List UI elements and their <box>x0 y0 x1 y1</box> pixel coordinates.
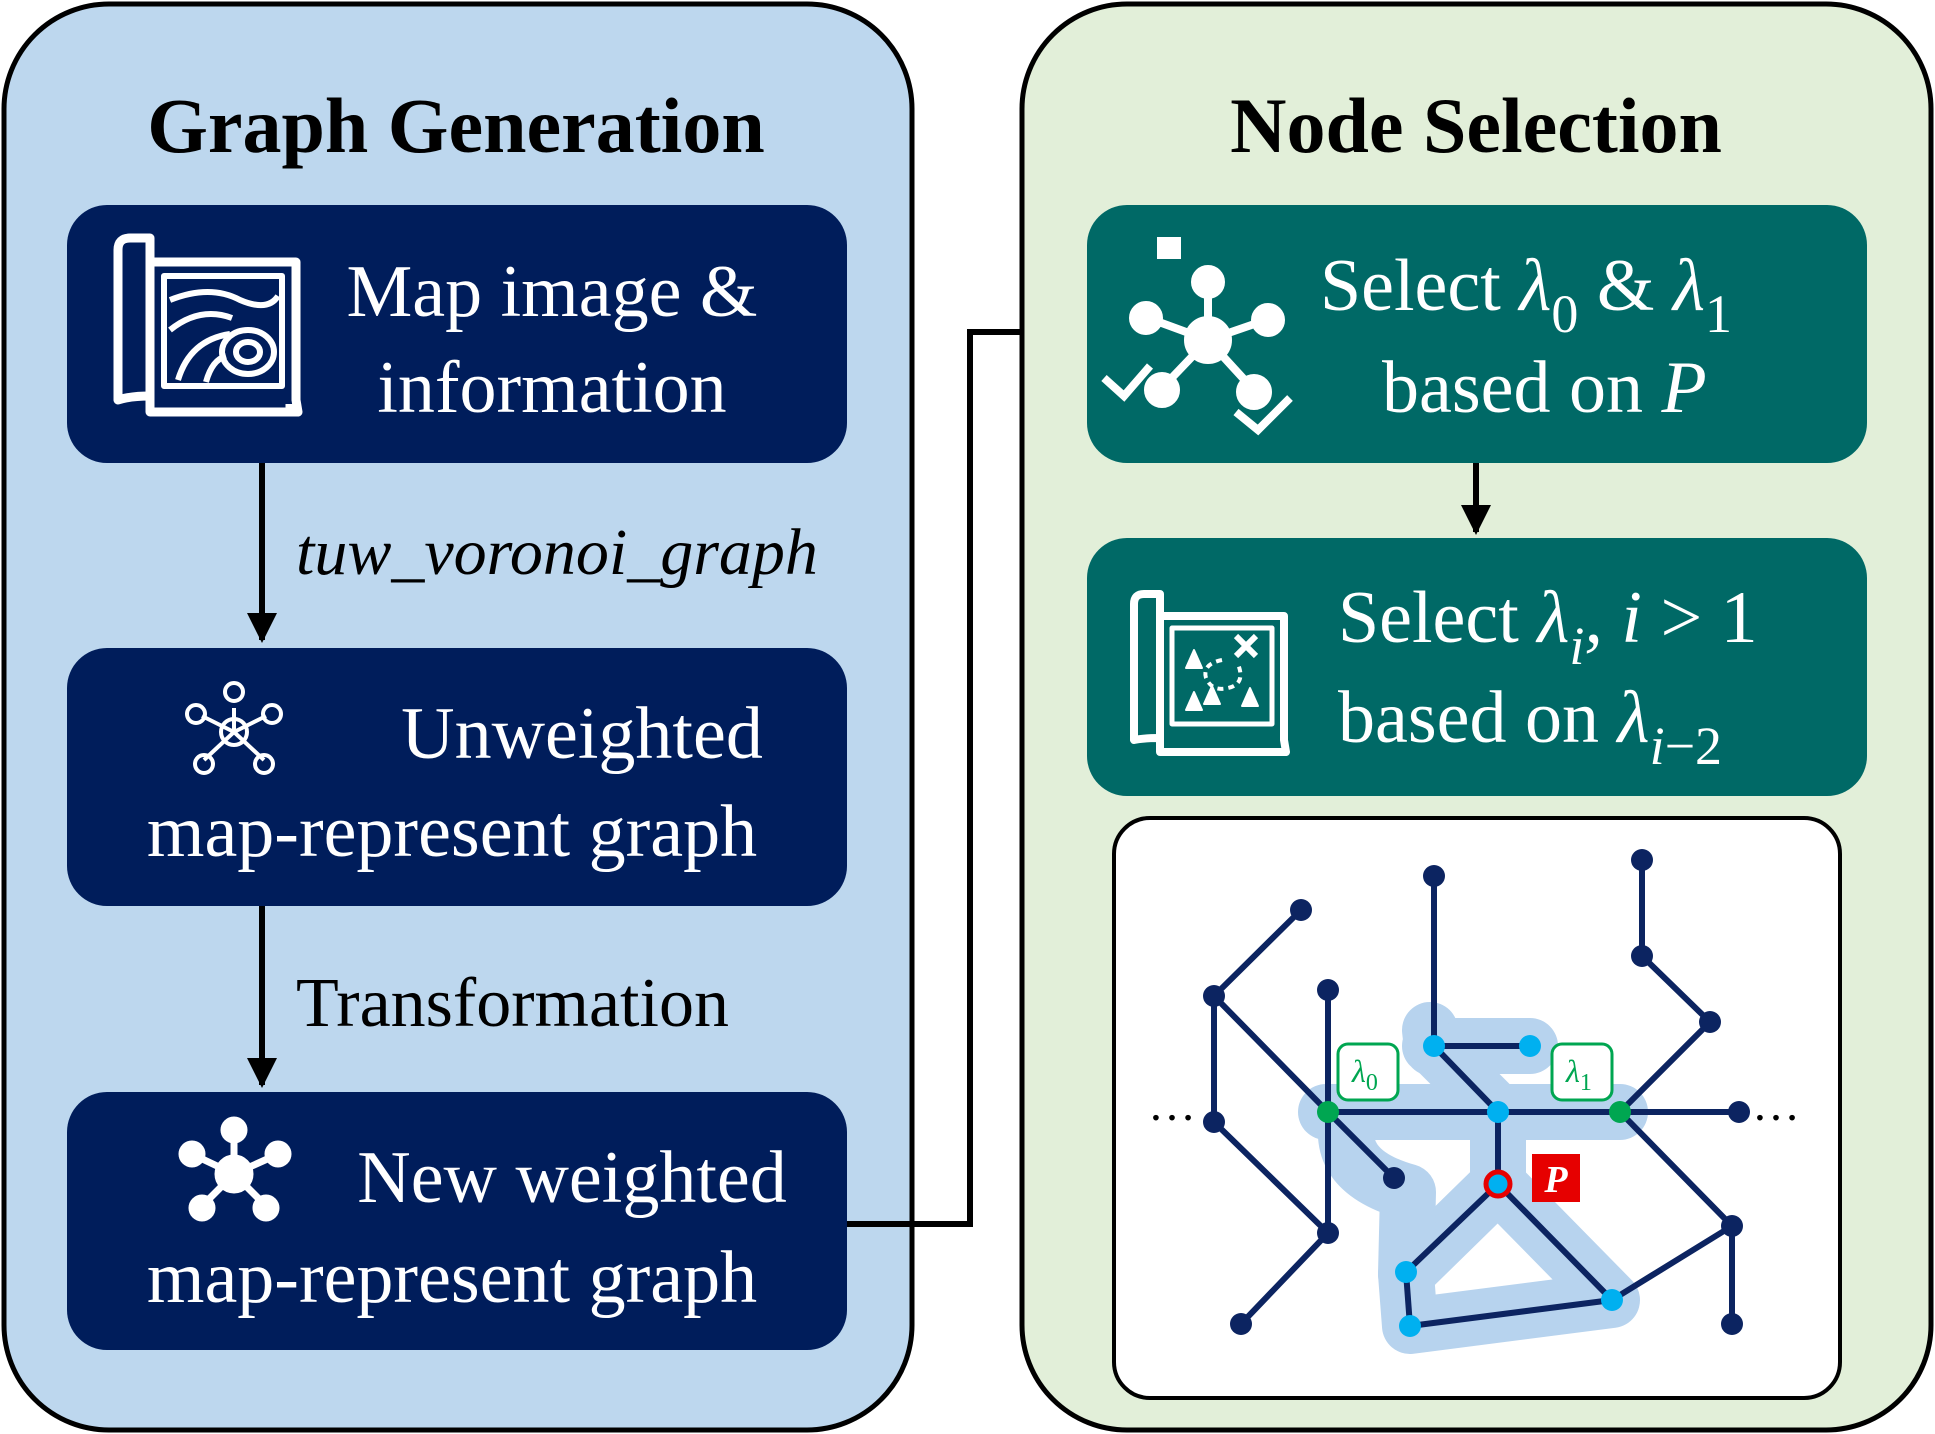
weighted-graph-box <box>67 1092 847 1350</box>
graph-node <box>1721 1313 1743 1335</box>
p-node <box>1483 1169 1513 1199</box>
network-check-icon <box>1101 237 1293 436</box>
graph-node <box>1290 899 1312 921</box>
select-lambda01-line2: based on P <box>1382 347 1707 429</box>
map-image-line2: information <box>377 347 726 429</box>
graph-node <box>1230 1313 1252 1335</box>
select-lambda01-box <box>1087 205 1867 463</box>
map-image-line1: Map image & <box>346 251 757 333</box>
map-icon <box>113 233 303 417</box>
graph-node-highlighted <box>1487 1101 1509 1123</box>
graph-node-highlighted <box>1519 1035 1541 1057</box>
lambda1-node <box>1609 1101 1631 1123</box>
ellipsis-right: … <box>1752 1078 1800 1131</box>
treasure-map-icon <box>1130 590 1290 756</box>
p-label: P <box>1543 1159 1568 1201</box>
transformation-label: Transformation <box>296 965 729 1042</box>
select-lambda01-line1: Select λ0 & λ1 <box>1320 245 1732 344</box>
lambda0-label: λ0 <box>1351 1053 1378 1096</box>
voronoi-label: tuw_voronoi_graph <box>296 516 818 589</box>
ellipsis-left: … <box>1148 1078 1196 1131</box>
unweighted-line1: Unweighted <box>401 693 763 775</box>
lambda1-label: λ1 <box>1565 1053 1592 1096</box>
graph-node <box>1423 865 1445 887</box>
graph-node <box>1699 1011 1721 1033</box>
lambda0-label-box <box>1336 1042 1400 1102</box>
network-filled-icon <box>178 1116 292 1222</box>
graph-node <box>1383 1167 1405 1189</box>
graph-node <box>1203 985 1225 1007</box>
graph-node <box>1728 1101 1750 1123</box>
lambda0-node <box>1317 1101 1339 1123</box>
node-selection-title: Node Selection <box>1230 82 1722 169</box>
p-label-box <box>1532 1154 1580 1202</box>
unweighted-line2: map-represent graph <box>147 791 757 873</box>
select-lambda-i-line1: Select λi, i > 1 <box>1338 577 1758 676</box>
select-lambda-i-line2: based on λi−2 <box>1338 677 1722 776</box>
graph-node-highlighted <box>1423 1035 1445 1057</box>
weighted-line1: New weighted <box>357 1137 786 1219</box>
graph-node-highlighted <box>1399 1315 1421 1337</box>
map-image-box <box>67 205 847 463</box>
graph-node <box>1631 849 1653 871</box>
graph-nodes <box>1203 849 1750 1337</box>
lambda1-label-box <box>1550 1042 1614 1102</box>
network-outline-icon <box>185 681 283 775</box>
graph-node-highlighted <box>1601 1289 1623 1311</box>
graph-node <box>1203 1111 1225 1133</box>
node-selection-panel: Node Selection Select λ0 & λ1 based on P <box>1019 1 1934 1433</box>
graph-node <box>1317 1222 1339 1244</box>
weighted-line2: map-represent graph <box>147 1237 757 1319</box>
graph-node <box>1721 1215 1743 1237</box>
graph-node-highlighted <box>1395 1261 1417 1283</box>
graph-generation-panel: Graph Generation Map image & information… <box>1 1 915 1433</box>
graph-node <box>1631 945 1653 967</box>
graph-node <box>1317 979 1339 1001</box>
graph-generation-title: Graph Generation <box>147 82 765 169</box>
